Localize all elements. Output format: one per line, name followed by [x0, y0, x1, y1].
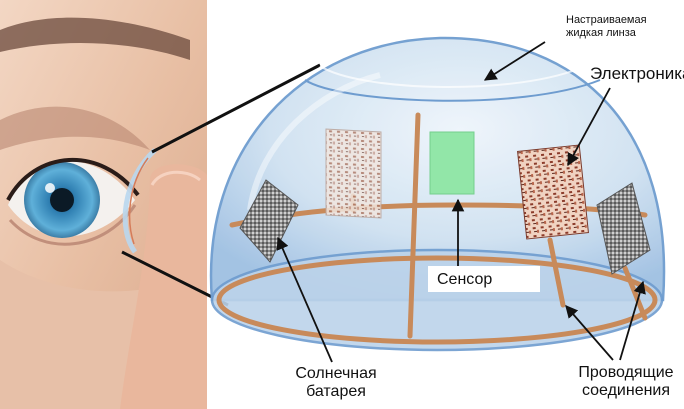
eye-photo [0, 0, 207, 409]
solar-battery-label-line1: Солнечная [288, 365, 384, 383]
liquid-lens-label-line1: Настраиваемая [566, 14, 647, 27]
conductive-wires-label: Проводящие соединения [570, 364, 682, 401]
liquid-lens-label: Настраиваемая жидкая линза [566, 14, 647, 39]
solar-battery-label: Солнечная батарея [288, 365, 384, 402]
conductive-wires-label-line1: Проводящие [570, 364, 682, 382]
electronics-label: Электроника [590, 64, 684, 84]
liquid-lens-label-line2: жидкая линза [566, 27, 647, 40]
electronics-chip-front [518, 145, 589, 239]
solar-battery-label-line2: батарея [288, 383, 384, 401]
sensor-patch [430, 132, 474, 194]
sensor-label: Сенсор [437, 271, 492, 289]
electronics-chip-back [326, 129, 381, 218]
conductive-wires-label-line2: соединения [570, 382, 682, 400]
